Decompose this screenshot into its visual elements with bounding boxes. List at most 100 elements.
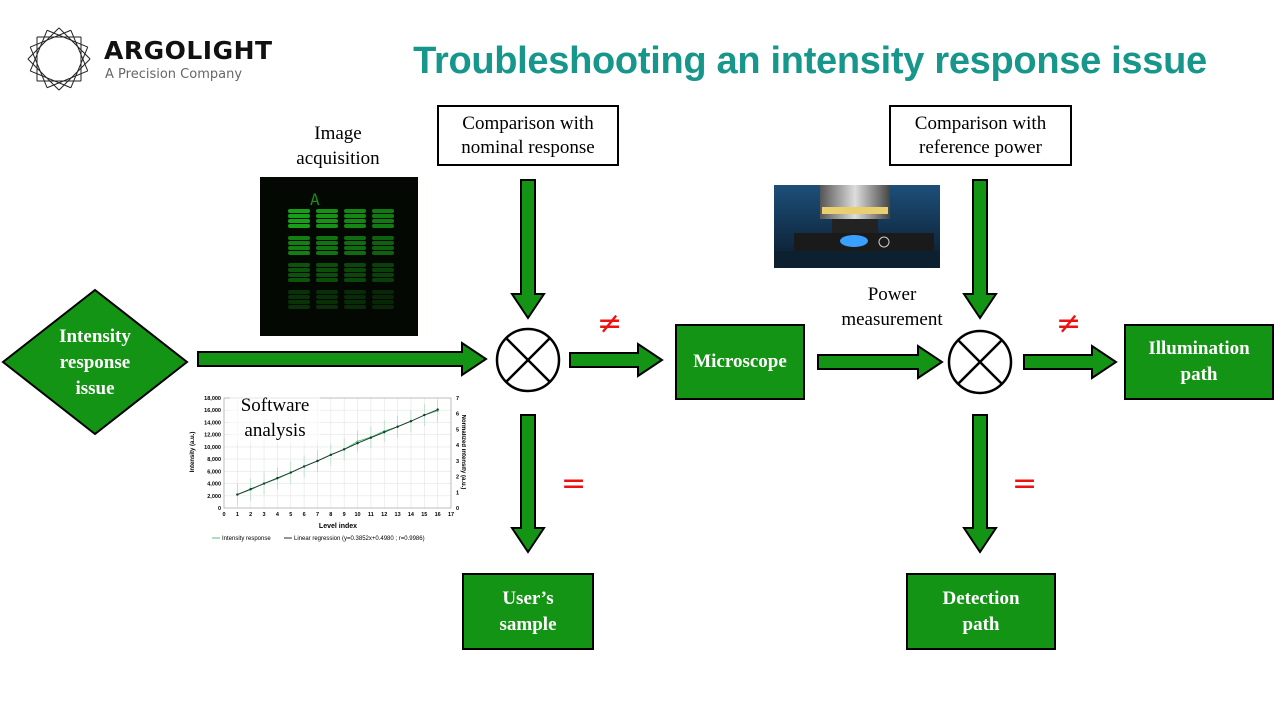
y-tick-label: 6,000 (207, 469, 221, 475)
pattern-bar (288, 263, 310, 267)
data-point (276, 476, 279, 480)
node-label: path (962, 613, 1000, 635)
y-tick-label: 8,000 (207, 457, 221, 463)
plot-frame (223, 397, 452, 509)
x-tick-label: 11 (368, 512, 374, 518)
start-line: response (59, 352, 131, 373)
microscope-node: Microscope (675, 324, 805, 400)
pattern-bar (316, 263, 338, 267)
pattern-bar (316, 305, 338, 309)
data-point (329, 453, 333, 457)
pattern-bar (316, 224, 338, 228)
argolight-logo: ARGOLIGHT A Precision Company (26, 26, 272, 92)
x-tick-label: 17 (448, 512, 454, 518)
detection-path-node: Detection path (906, 573, 1056, 650)
pattern-bar (288, 295, 310, 299)
series-line (237, 409, 438, 495)
pattern-bar (288, 305, 310, 309)
pattern-bar (372, 300, 394, 304)
pattern-bar (288, 224, 310, 228)
pattern-bar (372, 214, 394, 218)
node-label: sample (499, 613, 557, 635)
node-label: Illumination (1148, 338, 1250, 359)
data-point (383, 431, 386, 434)
x-tick-label: 8 (329, 512, 332, 518)
page-title: Troubleshooting an intensity response is… (413, 40, 1207, 82)
not-equal-symbol: ≠ (1056, 306, 1082, 341)
pattern-bar (316, 295, 338, 299)
data-point (236, 493, 239, 496)
pattern-bar (344, 251, 366, 255)
x-tick-label: 0 (222, 512, 225, 518)
x-tick-label: 4 (276, 512, 280, 518)
pattern-bar (372, 305, 394, 309)
pattern-bar (316, 268, 338, 272)
y2-tick-label: 5 (456, 427, 459, 433)
pattern-bar (344, 214, 366, 218)
arrow-right-icon (197, 341, 488, 377)
pattern-bar (344, 273, 366, 277)
logo-tagline: A Precision Company (105, 67, 243, 82)
x-tick-label: 2 (249, 512, 252, 518)
comparator-reference (947, 329, 1013, 395)
pattern-bar (288, 236, 310, 240)
x-tick-label: 3 (263, 512, 266, 518)
chart-legend: Intensity response Linear regression (y=… (212, 536, 425, 542)
y2-tick-label: 0 (456, 506, 459, 512)
data-point (423, 413, 426, 417)
legend-label: Linear regression (y=0.3852x+0.4980 ; r=… (294, 536, 425, 542)
logo-stroke (70, 30, 89, 72)
data-point (342, 448, 346, 451)
pattern-bar (316, 246, 338, 250)
arrow-down-icon (962, 179, 998, 320)
pattern-bar (344, 278, 366, 282)
box-line: Comparison with (462, 112, 594, 134)
logo-stroke (46, 29, 88, 48)
box-line: nominal response (461, 136, 595, 158)
software-analysis-chart: 02,0004,0006,0008,00010,00012,00014,0001… (190, 396, 466, 542)
data-point (262, 482, 266, 485)
label-line: acquisition (296, 148, 380, 169)
data-point (289, 471, 292, 474)
pattern-bar (316, 219, 338, 223)
pattern-bar (372, 263, 394, 267)
arrow-right-icon (817, 344, 944, 380)
pattern-bar (344, 295, 366, 299)
microscope-photo (774, 185, 940, 268)
arrow-down-icon (510, 179, 546, 320)
y2-axis-label: Normalized intensity (a.u.) (460, 415, 466, 490)
x-tick-label: 7 (316, 512, 319, 518)
start-diamond (1, 288, 189, 436)
pattern-bar (372, 236, 394, 240)
x-tick-label: 16 (435, 512, 441, 518)
x-tick-label: 13 (395, 512, 401, 518)
start-line: Intensity (59, 326, 131, 347)
pattern-bar (344, 290, 366, 294)
y2-tick-label: 2 (456, 475, 459, 481)
x-tick-label: 15 (421, 512, 427, 518)
arrow-down-icon (962, 414, 998, 554)
label-line: analysis (244, 420, 306, 441)
pattern-bar (288, 214, 310, 218)
pattern-bar (344, 241, 366, 245)
y-tick-label: 2,000 (207, 494, 221, 500)
software-analysis-label: Software analysis (230, 393, 320, 443)
acquired-image: A (260, 177, 418, 336)
logo-name: ARGOLIGHT (104, 36, 273, 65)
y-tick-label: 14,000 (204, 420, 221, 426)
pattern-bar (372, 251, 394, 255)
pattern-bar (288, 273, 310, 277)
y-axis-label: Intensity (a.u.) (190, 432, 196, 473)
x-tick-label: 10 (354, 512, 360, 518)
logo-stroke (58, 27, 91, 60)
data-point (369, 436, 373, 439)
pattern-bar (372, 273, 394, 277)
data-point (302, 465, 306, 468)
y2-tick-label: 3 (456, 459, 459, 465)
y-tick-label: 18,000 (204, 396, 221, 402)
pattern-bar (344, 263, 366, 267)
x-tick-label: 12 (381, 512, 387, 518)
y-tick-label: 16,000 (204, 408, 221, 414)
node-label: Detection (942, 587, 1020, 609)
pattern-bar (316, 273, 338, 277)
